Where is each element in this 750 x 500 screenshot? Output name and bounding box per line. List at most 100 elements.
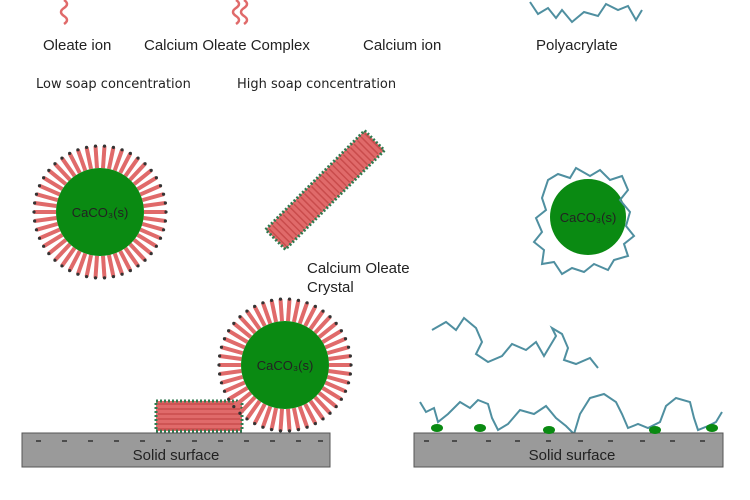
micelle-left-oleate-head [163, 201, 167, 205]
micelle-left-oleate-tail [143, 201, 166, 208]
micelle-bottom-oleate-tail [220, 345, 244, 356]
micelle-left-oleate-tail [118, 250, 133, 272]
rod-stripe [335, 161, 354, 180]
micelle-bottom-oleate-head [217, 363, 221, 367]
micelle-bottom-oleate-tail [324, 336, 347, 350]
micelle-left-oleate-tail [42, 175, 64, 191]
micelle-left-oleate-head [149, 168, 153, 172]
micelle-left-oleate-tail [67, 250, 82, 272]
calcium-ion-anchor-4 [649, 426, 661, 434]
micelle-bottom-oleate-head [253, 304, 257, 308]
rod-stripe [279, 217, 298, 236]
micelle-bottom-oleate-tail [291, 407, 301, 431]
micelle-bottom-oleate-head [321, 309, 325, 313]
polyacrylate-coated-particle: CaCO₃(s) [532, 166, 636, 276]
micelle-bottom-oleate-tail [326, 345, 350, 356]
micelle-left-oleate-tail [128, 162, 147, 182]
micelle-bottom-oleate-tail [321, 328, 343, 344]
rod-stripe [286, 210, 305, 229]
micelle-left-oleate-head [47, 252, 51, 256]
micelle-bottom-oleate-tail [219, 369, 242, 376]
micelle-bottom-oleate-head [339, 329, 343, 333]
micelle-left-oleate-head [149, 252, 153, 256]
micelle-left-oleate-tail [112, 252, 124, 275]
micelle-bottom-oleate-tail [313, 315, 332, 335]
legend-polyacrylate: Polyacrylate [536, 37, 618, 54]
micelle-bottom-oleate-tail [252, 305, 267, 327]
legend-oleate-ion: Oleate ion [43, 37, 111, 54]
micelle-bottom-oleate-tail [223, 380, 246, 394]
micelle-left-oleate-head [143, 162, 147, 166]
micelle-bottom-oleate-tail [227, 386, 249, 402]
micelle-left-oleate-tail [136, 233, 158, 249]
micelle-left-oleate-head [158, 236, 163, 240]
crystal-rod-stripes [268, 132, 383, 247]
micelle-bottom-oleate-tail [220, 374, 244, 385]
micelle-left-oleate-tail [84, 146, 94, 170]
rod-stripe [289, 207, 308, 226]
micelle-bottom-oleate-head [328, 411, 332, 415]
micelle-left-oleate-head [84, 275, 89, 279]
solid-surface-left [21, 432, 331, 468]
micelle-bottom-oleate-tail [308, 399, 325, 421]
oleate-coated-particle-bottom: CaCO₃(s) [217, 297, 353, 433]
micelle-bottom-oleate-tail [245, 399, 262, 421]
micelle-bottom-oleate-tail [219, 354, 242, 361]
micelle-bottom-oleate-head [296, 298, 301, 302]
micelle-bottom-oleate-head [222, 389, 227, 393]
micelle-left-oleate-head [37, 184, 42, 188]
micelle-bottom-oleate-tail [328, 369, 351, 376]
caco3-particle-right [550, 179, 626, 255]
calcium-ion-anchor-2 [474, 424, 486, 432]
oleate-coated-particle-left: CaCO₃(s) [32, 144, 168, 280]
micelle-left-oleate-head [128, 269, 132, 273]
micelle-left-oleate-tail [53, 242, 72, 262]
crystal-rod-body [263, 128, 387, 252]
micelle-bottom-oleate-tail [317, 391, 338, 409]
micelle-left-oleate-head [128, 151, 132, 155]
micelle-bottom-oleate-head [334, 321, 338, 325]
micelle-left-oleate-tail [60, 246, 77, 268]
micelle-bottom-oleate-tail [326, 374, 350, 385]
micelle-left-oleate-head [154, 244, 158, 248]
micelle-left-oleate-tail [112, 149, 124, 172]
micelle-bottom-oleate-head [238, 315, 242, 319]
micelle-bottom-oleate-head [305, 301, 309, 305]
rod-stripe [360, 136, 379, 155]
calcium-ion-anchor-3 [543, 426, 555, 434]
solid-surface-right [413, 432, 724, 468]
micelle-bottom-oleate-head [232, 321, 236, 325]
micelle-bottom-oleate-head [222, 337, 227, 341]
micelle-left-oleate-tail [34, 216, 57, 223]
micelle-bottom-oleate-head [232, 405, 236, 409]
micelle-left-oleate-head [33, 219, 37, 223]
micelle-left-oleate-head [42, 176, 46, 180]
rod-stripe [353, 143, 372, 162]
micelle-bottom-oleate-tail [297, 302, 309, 325]
rod-stripe [339, 157, 358, 176]
micelle-left-oleate-tail [38, 183, 61, 197]
micelle-left-oleate-head [42, 244, 46, 248]
micelle-left-oleate-head [102, 276, 107, 280]
micelle-left-oleate-tail [84, 254, 94, 278]
calcium-oleate-complex-icon [231, 0, 241, 26]
oleate-ion-icon [59, 0, 69, 26]
rod-stripe [356, 139, 376, 159]
micelle-left-oleate-tail [76, 149, 88, 172]
micelle-left-oleate-tail [76, 252, 88, 275]
micelle-left-oleate-tail [93, 146, 99, 169]
micelle-bottom-oleate-head [218, 372, 222, 376]
crystal-label-line1: Calcium Oleate [307, 260, 410, 277]
micelle-left-oleate-head [164, 210, 168, 214]
micelle-left-oleate-head [34, 228, 39, 232]
micelle-left-oleate-tail [141, 192, 165, 203]
micelle-left-oleate-tail [143, 216, 166, 223]
micelle-left-oleate-head [163, 219, 167, 223]
rod-stripe [311, 185, 330, 204]
micelle-bottom-oleate-tail [308, 309, 325, 331]
micelle-bottom-oleate-head [219, 381, 224, 385]
rod-stripe [321, 175, 340, 194]
crystal-flat-stripes [158, 403, 240, 430]
